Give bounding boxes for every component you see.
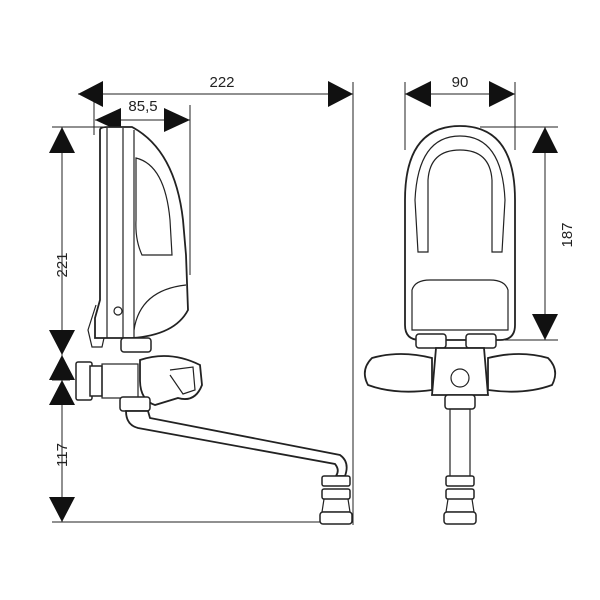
label-117: 117 bbox=[54, 443, 71, 467]
dimension-front-height: 187 bbox=[480, 126, 576, 341]
dimension-height: 221 117 bbox=[49, 126, 352, 523]
label-85-5: 85,5 bbox=[128, 98, 157, 115]
label-221: 221 bbox=[54, 252, 71, 277]
side-view-heater bbox=[75, 126, 353, 525]
front-view-heater bbox=[363, 125, 557, 525]
dimension-front-width: 90 bbox=[404, 74, 516, 150]
label-222: 222 bbox=[209, 74, 234, 91]
dimension-total-width: 222 bbox=[78, 74, 354, 525]
label-187: 187 bbox=[559, 222, 576, 247]
label-90: 90 bbox=[452, 74, 469, 91]
dimension-depth: 85,5 bbox=[95, 98, 191, 275]
